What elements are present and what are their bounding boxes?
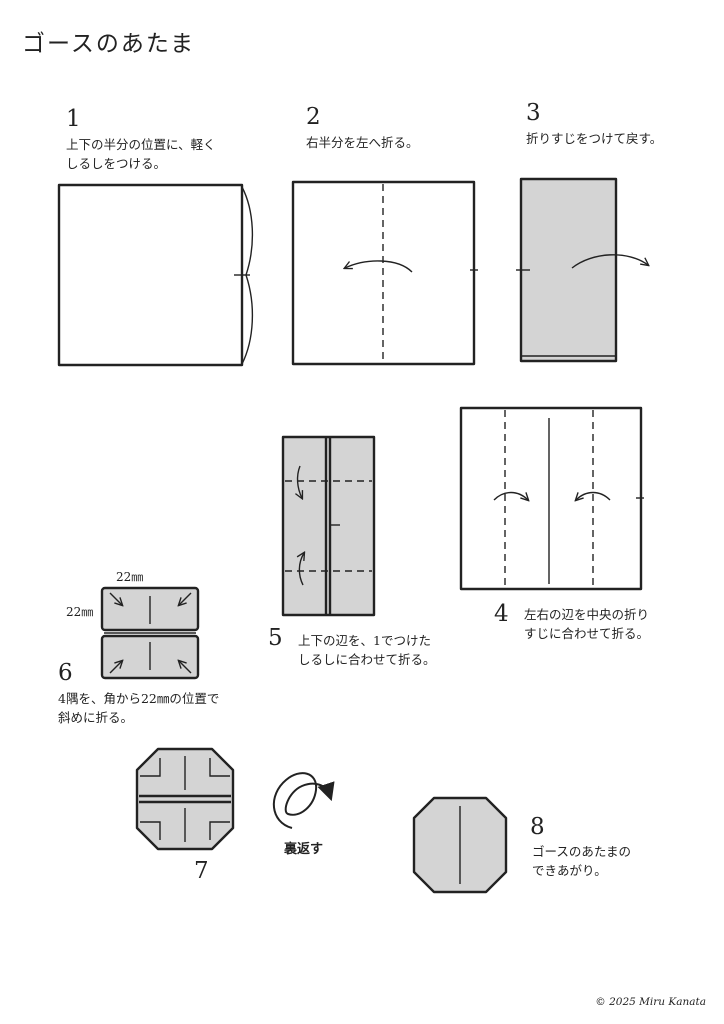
turn-over-label: 裏返す <box>284 842 324 857</box>
step-2-caption-line: 右半分を左へ折る。 <box>306 135 419 150</box>
corner-flap <box>209 758 230 777</box>
turn-over-arrow <box>272 772 335 829</box>
step-3-caption: 折りすじをつけて戻す。 <box>526 129 662 148</box>
step-8-caption-line: できあがり。 <box>532 863 607 878</box>
step-4-number: 4 <box>494 601 509 627</box>
step-3-diagram <box>516 177 648 363</box>
fold-arrow-bottom <box>299 553 304 586</box>
step-4-caption: 左右の辺を中央の折り すじに合わせて折る。 <box>524 605 649 643</box>
step-2-caption: 右半分を左へ折る。 <box>306 133 419 152</box>
step-6-caption: 4隅を、角から22㎜の位置で 斜めに折る。 <box>58 689 219 727</box>
step-1-caption: 上下の半分の位置に、軽く しるしをつける。 <box>66 135 216 173</box>
corner-arrow <box>179 592 192 605</box>
step-4-caption-line: すじに合わせて折る。 <box>524 626 650 641</box>
step-1-number: 1 <box>66 106 81 132</box>
corner-flap <box>140 821 161 840</box>
step-6-caption-line: 4隅を、角から22㎜の位置で <box>58 691 220 706</box>
corner-arrow <box>179 661 192 674</box>
step-6-diagram <box>100 586 200 680</box>
paper-folded <box>281 435 376 617</box>
page-title: ゴースのあたま <box>22 31 196 57</box>
step-2-number: 2 <box>306 104 321 130</box>
corner-flap <box>140 758 161 777</box>
mark-curve-bottom <box>241 274 254 365</box>
paper-octagon <box>135 747 235 851</box>
step-3-caption-line: 折りすじをつけて戻す。 <box>526 131 663 146</box>
step-6-number: 6 <box>58 660 73 686</box>
dimension-label-top: 22㎜ <box>116 570 144 584</box>
step-8-number: 8 <box>530 814 545 840</box>
step-2-diagram <box>291 180 478 366</box>
step-5-caption-line: 上下の辺を、1でつけた <box>298 633 431 648</box>
step-5-number: 5 <box>268 625 283 651</box>
turn-over-icon <box>272 772 335 829</box>
step-1-caption-line: しるしをつける。 <box>66 156 167 171</box>
copyright: © 2025 Miru Kanata <box>595 996 706 1008</box>
fold-arrow-left <box>493 491 528 501</box>
step-8-caption-line: ゴースのあたまの <box>532 844 632 859</box>
step-5-diagram <box>281 435 376 617</box>
step-5-caption: 上下の辺を、1でつけた しるしに合わせて折る。 <box>298 631 436 669</box>
step-1-diagram <box>57 183 254 367</box>
step-7-diagram <box>135 747 235 851</box>
corner-flap <box>209 821 230 840</box>
fold-arrow <box>345 260 413 273</box>
step-5-caption-line: しるしに合わせて折る。 <box>298 652 436 667</box>
unfold-arrow <box>571 254 648 269</box>
fold-arrow-right <box>576 491 611 501</box>
corner-arrow <box>109 592 122 605</box>
step-3-number: 3 <box>526 100 541 126</box>
step-8-diagram <box>412 796 508 894</box>
paper-square <box>57 183 244 367</box>
step-4-caption-line: 左右の辺を中央の折り <box>524 607 650 622</box>
paper-square <box>459 406 643 591</box>
step-6-caption-line: 斜めに折る。 <box>58 710 134 725</box>
step-1-caption-line: 上下の半分の位置に、軽く <box>66 137 216 152</box>
step-7-number: 7 <box>194 858 209 884</box>
step-8-caption: ゴースのあたまの できあがり。 <box>532 842 631 880</box>
mark-curve-top <box>241 186 254 276</box>
step-4-diagram <box>459 406 644 591</box>
dimension-label-left: 22㎜ <box>66 605 94 619</box>
corner-arrow <box>109 661 122 674</box>
fold-arrow-top <box>298 465 302 498</box>
paper-folded <box>519 177 618 363</box>
